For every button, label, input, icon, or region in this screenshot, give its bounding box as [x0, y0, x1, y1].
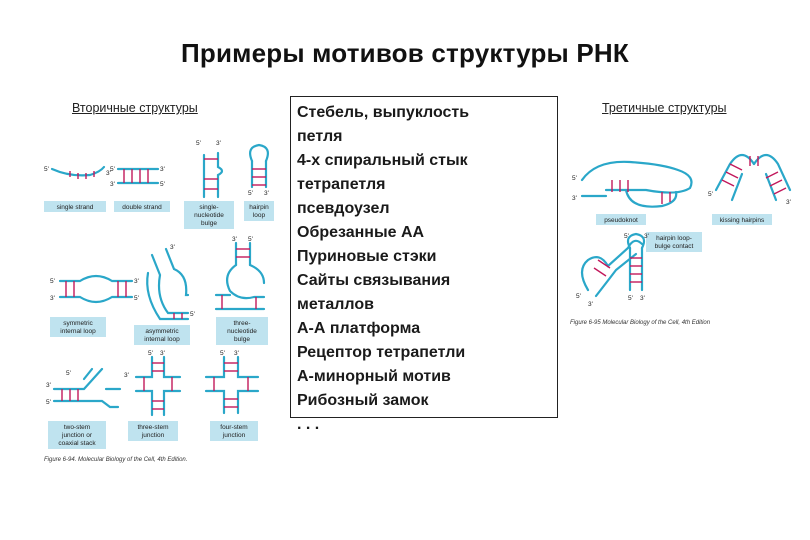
prime-3: 3'	[134, 278, 139, 285]
motif-item: тетрапетля	[297, 176, 386, 193]
label-sym-loop-2: internal loop	[60, 328, 96, 335]
motif-item: металлов	[297, 296, 374, 313]
secondary-structures-heading: Вторичные структуры	[72, 101, 198, 115]
prime-3: 3'	[264, 190, 269, 197]
motif-item: Обрезанные АА	[297, 224, 425, 241]
prime-3: 3'	[106, 170, 111, 177]
prime-5: 5'	[110, 166, 115, 173]
label-two-stem-3: coaxial stack	[58, 440, 96, 447]
prime-5: 5'	[708, 191, 713, 198]
prime-3: 3'	[216, 140, 221, 147]
prime-5: 5'	[248, 190, 253, 197]
prime-3: 3'	[644, 233, 649, 240]
motif-item: псевдоузел	[297, 200, 390, 217]
label-three-nt-bulge-3: bulge	[234, 336, 250, 343]
label-four-stem-2: junction	[222, 432, 246, 439]
prime-5: 5'	[134, 295, 139, 302]
prime-3: 3'	[572, 195, 577, 202]
prime-5: 5'	[190, 311, 195, 318]
prime-3: 3'	[160, 350, 165, 357]
label-single-nt-bulge-1: single-	[199, 204, 218, 211]
label-loop-bulge-1: hairpin loop-	[656, 235, 692, 242]
label-hairpin-2: loop	[253, 212, 266, 219]
prime-3: 3'	[232, 236, 237, 243]
prime-5: 5'	[50, 278, 55, 285]
motif-item: Рибозный замок	[297, 392, 429, 409]
label-loop-bulge-2: bulge contact	[655, 243, 694, 250]
label-three-nt-bulge-1: three-	[234, 320, 251, 327]
label-asym-loop-2: internal loop	[144, 336, 180, 343]
tertiary-structures-heading: Третичные структуры	[602, 101, 727, 115]
prime-5: 5'	[220, 350, 225, 357]
prime-3: 3'	[110, 181, 115, 188]
label-three-nt-bulge-2: nucleotide	[227, 328, 257, 335]
motif-item: А-А платформа	[297, 320, 421, 337]
motif-item: петля	[297, 128, 343, 145]
label-double-strand: double strand	[122, 204, 162, 211]
label-single-nt-bulge-3: bulge	[201, 220, 217, 227]
label-hairpin-1: hairpin	[249, 204, 269, 211]
prime-3: 3'	[640, 295, 645, 302]
label-single-nt-bulge-2: nucleotide	[194, 212, 224, 219]
prime-3: 3'	[124, 372, 129, 379]
label-pseudoknot: pseudoknot	[604, 217, 638, 224]
tertiary-structures-figure: pseudoknot kissing hairpins hairpin loop…	[570, 153, 792, 326]
prime-5: 5'	[572, 175, 577, 182]
prime-5: 5'	[148, 350, 153, 357]
label-four-stem-1: four-stem	[220, 424, 247, 431]
prime-5: 5'	[248, 236, 253, 243]
motif-item: Рецептор тетрапетли	[297, 344, 466, 361]
label-three-stem-1: three-stem	[137, 424, 168, 431]
motif-item: А-минорный мотив	[297, 368, 451, 385]
prime-5: 5'	[46, 399, 51, 406]
prime-3: 3'	[50, 295, 55, 302]
slide-title: Примеры мотивов структуры РНК	[181, 38, 629, 68]
label-kissing-hairpins: kissing hairpins	[720, 217, 765, 224]
prime-3: 3'	[46, 382, 51, 389]
motif-list-box: Стебель, выпуклость петля 4-х спиральный…	[290, 96, 558, 433]
prime-5: 5'	[576, 293, 581, 300]
motif-item: 4-х спиральный стык	[297, 152, 468, 169]
label-sym-loop-1: symmetric	[63, 320, 93, 327]
label-three-stem-2: junction	[141, 432, 165, 439]
label-single-strand: single strand	[57, 204, 94, 211]
prime-5: 5'	[628, 295, 633, 302]
prime-5: 5'	[624, 233, 629, 240]
tertiary-figure-caption: Figure 6-95 Molecular Biology of the Cel…	[570, 320, 711, 326]
prime-5: 5'	[196, 140, 201, 147]
motif-item: Сайты связывания	[297, 272, 451, 289]
prime-3: 3'	[234, 350, 239, 357]
label-two-stem-2: junction or	[61, 432, 93, 439]
prime-3: 3'	[786, 199, 791, 206]
prime-5: 5'	[160, 181, 165, 188]
motif-item: Стебель, выпуклость	[297, 104, 470, 121]
prime-5: 5'	[66, 370, 71, 377]
prime-3: 3'	[160, 166, 165, 173]
prime-3: 3'	[588, 301, 593, 308]
prime-3: 3'	[170, 244, 175, 251]
motif-item: . . .	[297, 416, 320, 433]
motif-item: Пуриновые стэки	[297, 248, 437, 265]
label-two-stem-1: two-stem	[64, 424, 90, 431]
secondary-structures-figure: single strand double strand single- nucl…	[44, 140, 274, 463]
prime-5: 5'	[44, 166, 49, 173]
secondary-figure-caption: Figure 6-94. Molecular Biology of the Ce…	[44, 457, 187, 463]
label-asym-loop-1: asymmetric	[145, 328, 179, 335]
